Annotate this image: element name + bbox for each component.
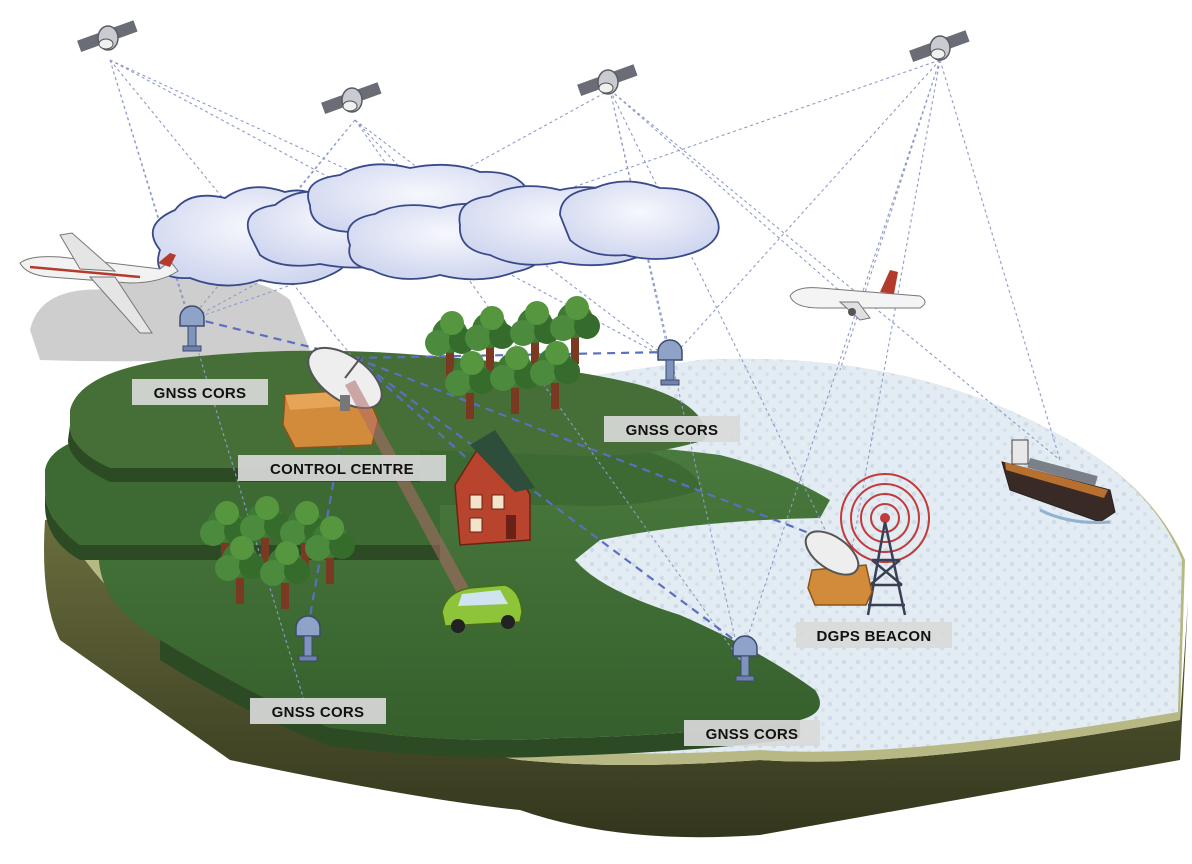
airplane-icon: [19, 232, 179, 334]
satellite-icon: [76, 19, 139, 53]
cors-left-text: GNSS CORS: [154, 385, 247, 402]
cloud-icon: [151, 163, 720, 287]
cors-right-text: GNSS CORS: [626, 422, 719, 439]
control-centre-text: CONTROL CENTRE: [270, 461, 414, 478]
label-cors-bottom-left: GNSS CORS: [250, 698, 386, 724]
satellite-icon: [908, 29, 971, 63]
label-cors-right: GNSS CORS: [604, 416, 740, 442]
car-icon: [441, 584, 523, 633]
label-cors-bottom-right: GNSS CORS: [684, 720, 820, 746]
house-icon: [454, 430, 535, 546]
dgps-beacon-text: DGPS BEACON: [817, 628, 932, 645]
signal-beam: [345, 380, 470, 595]
ship-icon: [1001, 439, 1116, 524]
dish-icon: [307, 346, 383, 411]
ground-shadow: [30, 274, 310, 362]
cors-bottom-right-text: GNSS CORS: [706, 726, 799, 743]
satellite-icon: [576, 63, 639, 97]
dish-icon: [804, 530, 860, 576]
airplane-icon: [789, 270, 926, 321]
satellite-icon: [320, 81, 383, 115]
label-cors-left: GNSS CORS: [132, 379, 268, 405]
label-control-centre: CONTROL CENTRE: [238, 455, 446, 481]
building-icon: [807, 564, 873, 606]
radio-tower-icon: [840, 473, 930, 616]
cors-bottom-left-text: GNSS CORS: [272, 704, 365, 721]
label-dgps-beacon: DGPS BEACON: [796, 622, 952, 648]
